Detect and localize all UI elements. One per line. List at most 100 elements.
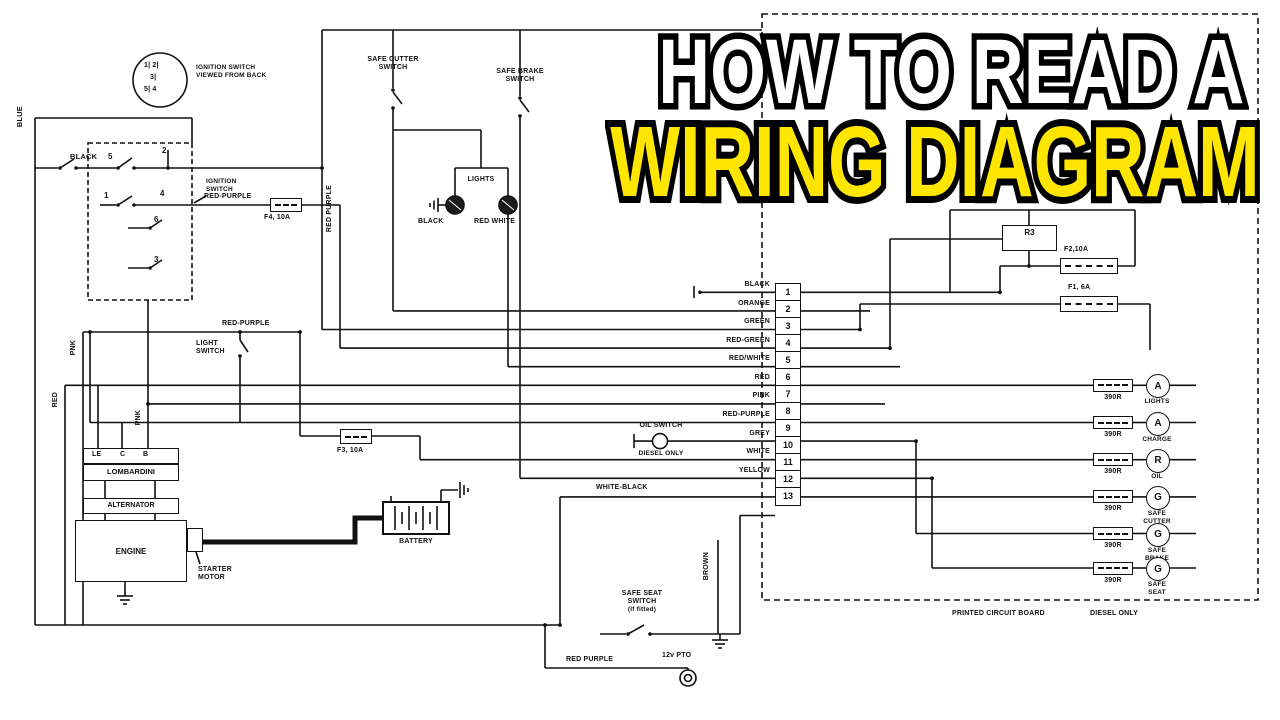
wire-label-terminal-7: PINK xyxy=(752,392,770,399)
headline-line1: HOW TO READ A xyxy=(653,20,1249,125)
terminal-6: 6 xyxy=(775,368,801,387)
wire-label-red-purple-top: RED-PURPLE xyxy=(204,193,252,200)
ignition-pointer-line1: IGNITION xyxy=(206,178,237,185)
fuse-f4-label: F4, 10A xyxy=(264,214,291,221)
indicator-safe-cutter: G xyxy=(1146,485,1170,510)
resistor-390r-6-label: 390R xyxy=(1104,576,1122,584)
terminal-3: 3 xyxy=(775,317,801,336)
terminal-2: 2 xyxy=(775,300,801,319)
fuse-f1-label: F1, 6A xyxy=(1068,284,1091,291)
wire-label-terminal-8: RED-PURPLE xyxy=(722,411,770,418)
resistor-390r-5-label: 390R xyxy=(1104,542,1122,549)
wire-label-red-purple-vertical: RED PURPLE xyxy=(326,185,333,233)
resistor-r3-label: R3 xyxy=(1024,228,1035,237)
lombardini-box: LOMBARDINI xyxy=(83,464,179,481)
fuse-f3-label: F3, 10A xyxy=(337,447,364,454)
fuse-f2 xyxy=(1060,258,1118,274)
indicator-charge-label: CHARGE xyxy=(1142,435,1172,443)
fuse-f2-label: F2,10A xyxy=(1064,246,1089,253)
contact-number-3: 3 xyxy=(154,255,159,264)
fuse-f1 xyxy=(1060,296,1118,312)
terminal-9: 9 xyxy=(775,419,801,438)
battery-label: BATTERY xyxy=(399,538,433,545)
wire-label-terminal-10: WHITE xyxy=(746,448,770,455)
contact-number-6: 6 xyxy=(154,215,159,224)
wire-label-terminal-4: RED-GREEN xyxy=(726,337,770,344)
wire-label-red-left: RED xyxy=(52,392,59,408)
safe-brake-label-line2: SWITCH xyxy=(505,76,535,83)
terminal-le-label: LE xyxy=(92,451,102,458)
wire-label-terminal-1: BLACK xyxy=(744,281,770,288)
ignition-dashed-border xyxy=(87,142,193,301)
ignition-caption-line1: IGNITION SWITCH xyxy=(196,64,256,71)
pcb-diesel-only-label: DIESEL ONLY xyxy=(1090,610,1139,617)
pcb-dashed-border xyxy=(761,13,1259,601)
terminal-c-label: C xyxy=(120,451,126,458)
terminal-block: 1 2 3 4 5 6 7 8 9 10 11 12 13 xyxy=(775,283,801,506)
headlamp-icons xyxy=(445,195,518,215)
ignition-rear-view-icon xyxy=(132,52,188,108)
indicator-safe-seat-label-2: SEAT xyxy=(1148,589,1166,596)
engine-label: ENGINE xyxy=(115,546,147,556)
resistor-390r-3 xyxy=(1093,453,1133,467)
indicator-oil-label: OIL xyxy=(1151,472,1163,480)
wire-label-terminal-11: YELLOW xyxy=(738,467,770,474)
ignition-pin-row-1: 1| 2| xyxy=(144,62,159,69)
lights-black-label: BLACK xyxy=(418,218,444,225)
battery-cable xyxy=(203,515,383,545)
alternator-box: ALTERNATOR xyxy=(83,498,179,514)
safe-seat-label-1: SAFE SEAT xyxy=(621,590,663,597)
resistor-390r-1 xyxy=(1093,378,1133,392)
wire-label-white-black: WHITE-BLACK xyxy=(596,484,648,491)
contact-number-4: 4 xyxy=(160,189,165,198)
fuse-f3 xyxy=(340,429,372,444)
engine-box: ENGINE xyxy=(75,520,187,582)
safe-seat-label-3: (If fitted) xyxy=(627,606,657,613)
lights-red-white-label: RED WHITE xyxy=(474,218,516,225)
terminal-7: 7 xyxy=(775,385,801,404)
wire-label-blue: BLUE xyxy=(15,106,24,128)
wire-label-pnk-left: PNK xyxy=(70,340,77,356)
contact-number-1: 1 xyxy=(104,191,109,200)
wire-label-terminal-9: GREY xyxy=(749,430,770,437)
ignition-pointer-line2: SWITCH xyxy=(206,186,233,193)
terminal-8: 8 xyxy=(775,402,801,421)
wire-label-red-purple-bottom: RED PURPLE xyxy=(566,656,614,663)
indicator-safe-seat-label-1: SAFE xyxy=(1147,581,1167,588)
indicator-lights: A xyxy=(1146,374,1170,399)
oil-switch-diesel-only: DIESEL ONLY xyxy=(638,450,684,457)
wire-label-terminal-3: GREEN xyxy=(744,318,770,325)
resistor-390r-2 xyxy=(1093,416,1133,429)
headline-line2: WIRING DIAGRAM xyxy=(605,105,1265,219)
contact-number-2: 2 xyxy=(162,146,167,155)
light-switch-label-line2: SWITCH xyxy=(196,348,225,355)
indicator-oil: R xyxy=(1146,448,1170,473)
resistor-390r-4-label: 390R xyxy=(1104,505,1122,512)
safe-cutter-label-line2: SWITCH xyxy=(378,64,408,71)
terminal-12: 12 xyxy=(775,470,801,489)
fuse-f4 xyxy=(270,198,302,212)
starter-motor-label-1: STARTER xyxy=(198,566,232,573)
ignition-pin-row-3: 5| 4 xyxy=(144,86,157,93)
indicator-safe-brake: G xyxy=(1146,522,1170,547)
resistor-r3: R3 xyxy=(1002,225,1057,251)
ignition-pin-row-2: 3| xyxy=(150,74,157,81)
terminal-b-label: B xyxy=(143,451,149,458)
indicator-safe-cutter-label-2: CUTTER xyxy=(1143,517,1171,525)
terminal-strip-box xyxy=(83,448,179,464)
resistor-390r-4 xyxy=(1093,490,1133,504)
ignition-caption-line2: VIEWED FROM BACK xyxy=(196,72,267,79)
pto-connector-icon xyxy=(679,669,697,687)
pcb-board-label: PRINTED CIRCUIT BOARD xyxy=(952,610,1045,617)
indicator-safe-seat: G xyxy=(1146,557,1170,581)
terminal-1: 1 xyxy=(775,283,801,302)
terminal-5: 5 xyxy=(775,351,801,370)
resistor-390r-6 xyxy=(1093,561,1133,575)
wire-label-black: BLACK xyxy=(70,152,98,161)
pto-label: 12v PTO xyxy=(662,652,692,659)
wire-label-terminal-6: RED xyxy=(754,374,770,381)
resistor-390r-5 xyxy=(1093,527,1133,540)
wire-label-pnk-mid: PNK xyxy=(135,410,142,426)
